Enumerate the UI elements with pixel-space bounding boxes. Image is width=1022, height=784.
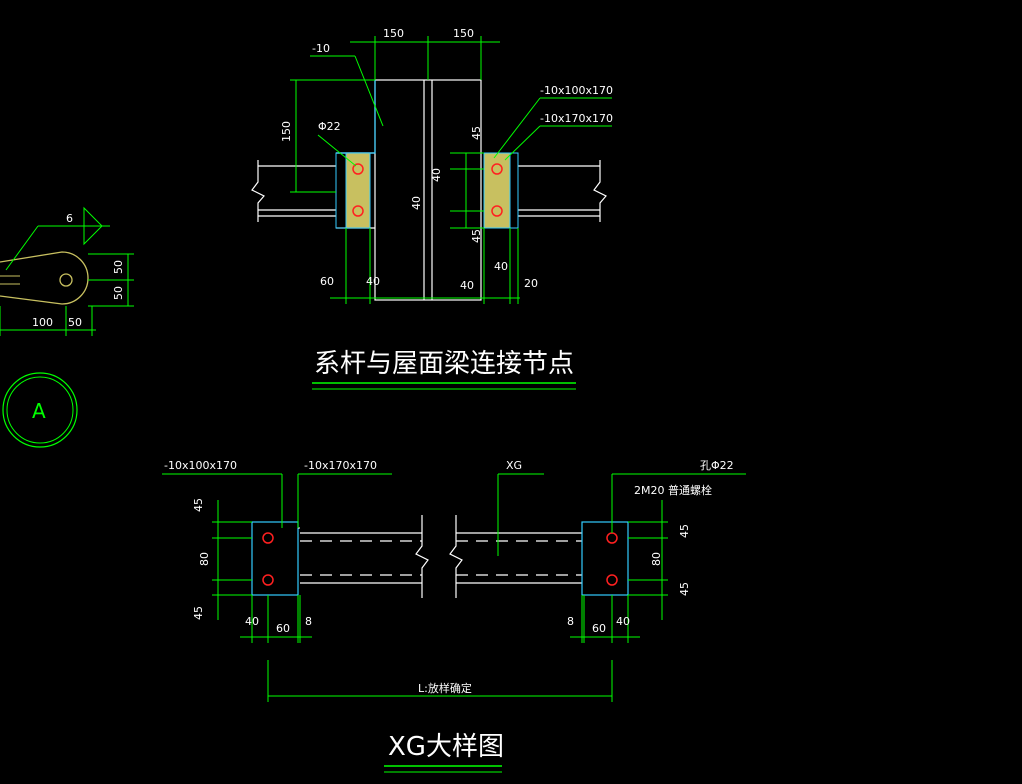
hole-icon xyxy=(59,273,73,287)
dim-label: 80 xyxy=(198,552,211,566)
xg-detail-title: XG大样图 xyxy=(388,732,504,762)
dim-label: 45 xyxy=(678,524,691,538)
bolt-icon xyxy=(606,532,618,544)
dim-label: 45 xyxy=(470,126,483,140)
dim-label: 45 xyxy=(192,498,205,512)
xg-detail: -10x100x170 -10x170x170 XG 孔Φ22 2M20 普通螺… xyxy=(162,459,746,773)
left-partial-detail: 6 50 50 100 50 A xyxy=(0,206,134,448)
dim-label: 100 xyxy=(32,316,53,329)
dim-label: 50 xyxy=(68,316,82,329)
stiffener-label: -10 xyxy=(312,42,330,55)
dim-label: 40 xyxy=(245,615,259,628)
right-fill-plate xyxy=(483,152,511,229)
dim-label: 40 xyxy=(616,615,630,628)
dim-label: 20 xyxy=(524,277,538,290)
xg-plate-b-label: -10x170x170 xyxy=(304,459,377,472)
bolt-icon xyxy=(262,574,274,586)
xg-bolt-label: 2M20 普通螺栓 xyxy=(634,483,712,497)
dim-label: 40 xyxy=(366,275,380,288)
xg-hole-label: 孔Φ22 xyxy=(700,459,734,472)
top-connection-detail: -10 Φ22 -10x100x170 -10x170x170 xyxy=(251,27,613,390)
plate-b-label: -10x170x170 xyxy=(540,112,613,125)
bolt-icon xyxy=(352,163,364,175)
dim-label: 45 xyxy=(470,229,483,243)
dim-label: 40 xyxy=(430,168,443,182)
bolt-icon xyxy=(262,532,274,544)
dim-label: 60 xyxy=(320,275,334,288)
dim-label: 80 xyxy=(650,552,663,566)
right-end-plate xyxy=(509,152,519,229)
dim-label: 8 xyxy=(567,615,574,628)
right-gusset-plate xyxy=(581,521,629,596)
section-marker-label: A xyxy=(32,399,46,423)
dim-label: 50 xyxy=(112,286,125,300)
top-dimensions xyxy=(290,36,520,304)
left-end-plate xyxy=(335,152,347,229)
dim-label: 40 xyxy=(494,260,508,273)
bolt-icon xyxy=(606,574,618,586)
xg-member-label: XG xyxy=(506,459,522,472)
dim-label: 8 xyxy=(305,615,312,628)
dim-label: 60 xyxy=(276,622,290,635)
bolt-icon xyxy=(491,205,503,217)
top-detail-title: 系杆与屋面梁连接节点 xyxy=(314,349,574,379)
length-label: L:放样确定 xyxy=(418,681,472,695)
dim-label: 150 xyxy=(453,27,474,40)
left-beam xyxy=(251,160,336,222)
plate-a-label: -10x100x170 xyxy=(540,84,613,97)
xg-member xyxy=(300,515,582,598)
dim-label: 45 xyxy=(678,582,691,596)
section-marker-inner xyxy=(6,376,74,444)
bolt-hole-label: Φ22 xyxy=(318,120,341,133)
left-gusset-plate xyxy=(251,521,299,596)
dim-label: 150 xyxy=(383,27,404,40)
bolt-icon xyxy=(491,163,503,175)
bolt-icon xyxy=(352,205,364,217)
dim-label: 60 xyxy=(592,622,606,635)
xg-dimensions xyxy=(212,500,668,702)
dim-label: 150 xyxy=(280,121,293,142)
dim-label: 40 xyxy=(410,196,423,210)
xg-plate-a-label: -10x100x170 xyxy=(164,459,237,472)
dim-label: 45 xyxy=(192,606,205,620)
dim-label: 50 xyxy=(112,260,125,274)
section-marker-outer xyxy=(2,372,78,448)
dim-label: 40 xyxy=(460,279,474,292)
stiffener-leader xyxy=(354,55,384,127)
weld-size-label: 6 xyxy=(66,212,73,225)
right-beam xyxy=(518,160,607,222)
